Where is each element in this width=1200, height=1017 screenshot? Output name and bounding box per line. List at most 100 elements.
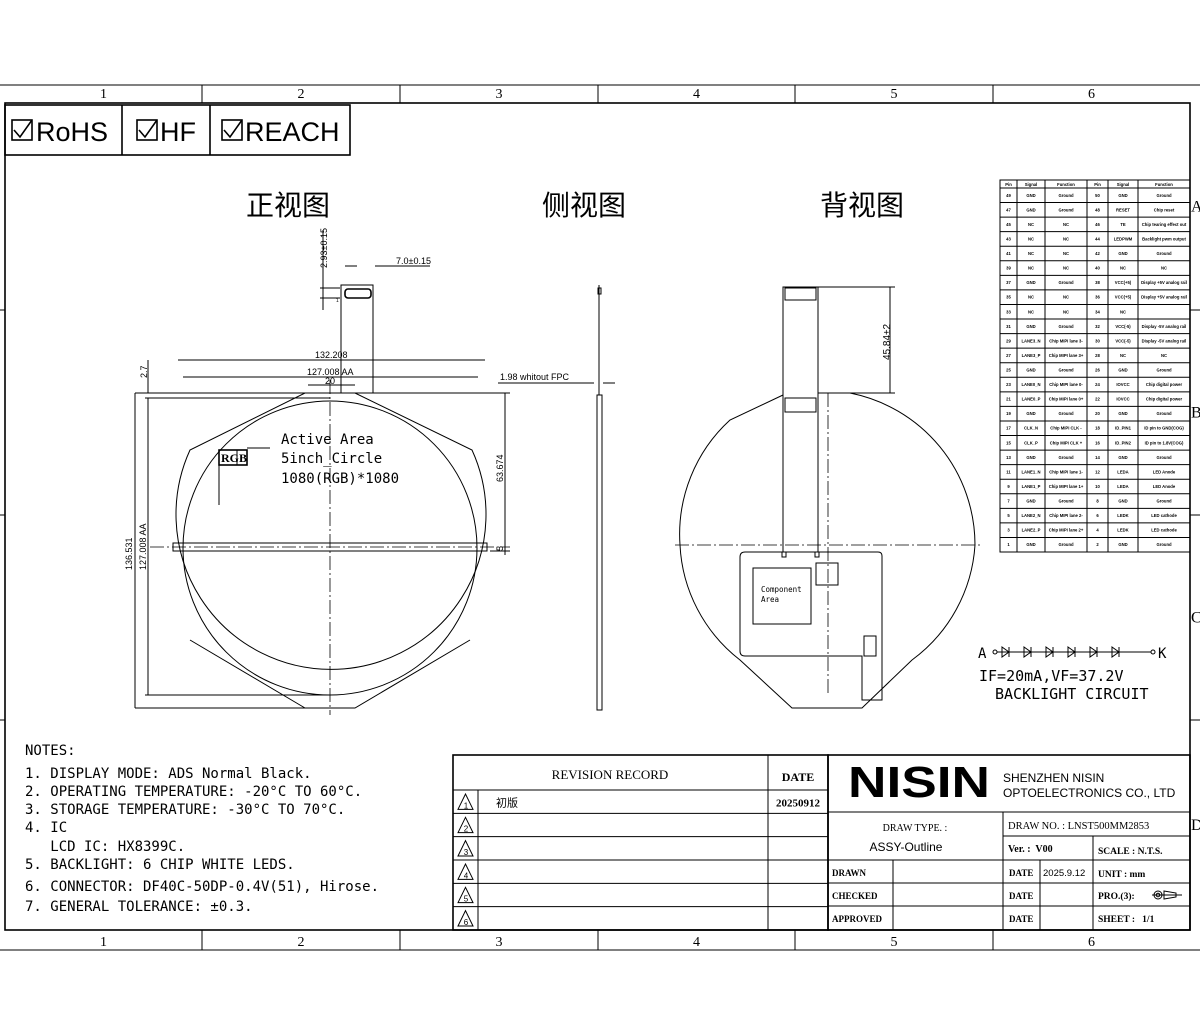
pin-table-cell: GND [1118,499,1127,504]
pin-table-cell: Chip MIPI lane 2+ [1049,528,1084,533]
column-marker: 6 [1088,87,1095,102]
anode-label: A [978,646,987,662]
pin-table-cell: 46 [1095,222,1100,227]
checkbox-icon [136,119,158,141]
pin-table-cell: 5 [1007,513,1010,518]
pin-table-cell: LANE3_N [1021,338,1040,343]
row-marker: D [1191,817,1200,834]
notes: NOTES: 1. DISPLAY MODE: ADS Normal Black… [25,743,379,915]
revision-number: 2 [464,825,469,834]
pin-table-cell: 8 [1096,499,1099,504]
active-area-resolution: 1080(RGB)*1080 [281,471,399,487]
column-marker: 1 [100,87,107,102]
company-name-1: SHENZHEN NISIN [1003,771,1104,785]
component-area-label: Component [761,585,802,594]
revision-triangle-icon [457,862,474,880]
pin-table-cell: Chip MIPI CLK + [1050,440,1083,445]
pin-table-cell: 21 [1006,397,1011,402]
pin-table-cell: 13 [1006,455,1011,460]
pin-table-cell: 12 [1095,469,1100,474]
pin-table-cell: 31 [1006,324,1011,329]
pin-table-cell: LANE2_P [1022,528,1041,533]
pin-table-cell: 10 [1095,484,1100,489]
pin-table-cell: 7 [1007,499,1010,504]
pin-table-cell: 37 [1006,280,1011,285]
pin-table-cell: Chip digital power [1146,382,1183,387]
pin-table-cell: 22 [1095,397,1100,402]
pin-table-cell: 1 [1007,542,1010,547]
pin-table-cell: 28 [1095,353,1100,358]
pin-table-cell: LEDA [1117,484,1128,489]
side-view-title: 侧视图 [542,190,626,221]
row-marker: C [1191,610,1200,627]
pin-table-cell: 11 [1006,469,1011,474]
compliance-box: RoHS HF REACH [4,104,351,156]
pin-table-cell: Chip MIPI lane 0- [1049,382,1083,387]
company-logo: NISIN [848,758,990,807]
pin-table-cell: Chip digital power [1146,397,1183,402]
draw-type-label: DRAW TYPE. : [883,823,948,834]
pin-table-cell: 50 [1095,193,1100,198]
drawn-date: 2025.9.12 [1043,868,1085,879]
pin-table-cell: 47 [1006,207,1011,212]
pin-table-cell: 38 [1095,280,1100,285]
company-name-2: OPTOELECTRONICS CO., LTD [1003,786,1176,800]
pin-table-cell: IOVCC [1116,397,1129,402]
column-marker: 2 [298,87,305,102]
active-area-label: Active Area [281,432,374,448]
pin-table-cell: Ground [1058,411,1074,416]
pin-table-cell: 26 [1095,368,1100,373]
pin-table-cell: 9 [1007,484,1010,489]
component-area-label: Area [761,595,779,604]
pin-table-cell: 43 [1006,236,1011,241]
pin-table-header: Pin [1094,182,1101,187]
pin-table-cell: LEDK [1117,528,1128,533]
pin-table-cell: NC [1063,295,1069,300]
pin-table-cell: LED cathode [1151,528,1177,533]
dim-fpc-width: 7.0±0.15 [396,256,431,266]
title-block: NISIN SHENZHEN NISIN OPTOELECTRONICS CO.… [827,754,1191,931]
draw-type: ASSY-Outline [870,840,943,854]
pin-table-cell: Ground [1156,411,1172,416]
unit: UNIT : mm [1098,870,1145,880]
pin-table-cell: GND [1026,368,1035,373]
approved-label: APPROVED [832,914,882,924]
pin-table-cell: 4 [1096,528,1099,533]
revision-description: 初版 [496,795,518,809]
pin-table-cell: 32 [1095,324,1100,329]
led-diode-icon [1001,646,1010,658]
revision-date: 20250912 [776,797,821,809]
revision-triangle-icon [457,792,474,810]
pin-table-cell: Chip MIPI CLK - [1050,426,1082,431]
column-marker: 5 [891,935,898,950]
dim-top-offset: 2.7 [139,365,149,378]
pin-table-cell: GND [1118,193,1127,198]
pin-table-cell: NC [1028,251,1034,256]
pin-table-cell: GND [1118,542,1127,547]
pin-table-cell: Ground [1058,455,1074,460]
dim-overall-width: 132.208 [315,350,348,360]
dim-fpc-length: 45.84±2 [882,323,893,360]
back-view: 45.84±2 Component Area [675,286,980,709]
pin-table-cell: GND [1118,368,1127,373]
pin-table-cell: Chip MIPI lane 0+ [1049,397,1084,402]
pin-table-cell: LANE0_N [1021,382,1040,387]
pin-table-cell: 14 [1095,455,1100,460]
pin-table-cell: LEDA [1117,469,1128,474]
pin-table-cell: NC [1028,266,1034,271]
note-item: LCD IC: HX8399C. [25,839,185,855]
pin-table-cell: Chip MIPI lane 2- [1049,513,1083,518]
led-diode-icon [1045,646,1054,658]
pin-table-cell: 48 [1095,207,1100,212]
pin-table-cell: GND [1026,499,1035,504]
pin-table-cell: TE [1120,222,1126,227]
pin-table-cell: NC [1120,353,1126,358]
pin-table-cell: Ground [1058,280,1074,285]
dim-thickness: 1.98 whitout FPC [500,372,570,382]
pin-table-cell: 24 [1095,382,1100,387]
pin-table-cell: GND [1026,542,1035,547]
column-marker: 4 [693,935,700,950]
pin-table-cell: Ground [1156,251,1172,256]
